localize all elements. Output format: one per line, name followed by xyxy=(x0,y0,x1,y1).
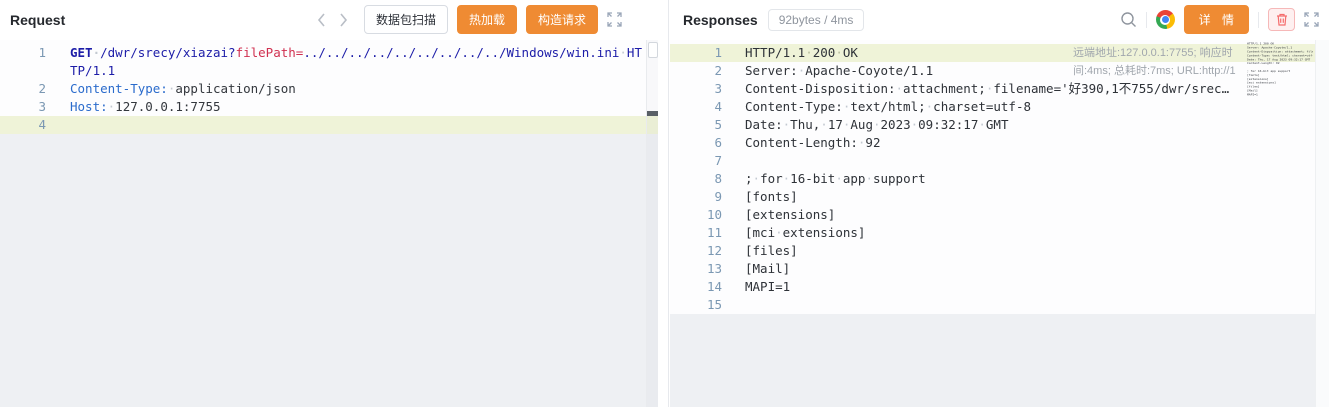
line-number: 3 xyxy=(714,81,722,96)
line-number: 5 xyxy=(714,117,722,132)
search-icon[interactable] xyxy=(1120,11,1137,28)
divider xyxy=(1145,11,1147,28)
line-number: 4 xyxy=(38,117,46,132)
request-editor[interactable]: 1 GET·/dwr/srecy/xiazai?filePath=../../..… xyxy=(0,40,658,407)
line-number: 10 xyxy=(706,207,722,222)
code-text xyxy=(745,296,753,314)
line-number: 1 xyxy=(38,45,46,60)
code-line[interactable]: 11 [mci·extensions] xyxy=(670,224,1329,242)
scrollbar-thumb[interactable] xyxy=(648,42,658,58)
construct-request-button[interactable]: 构造请求 xyxy=(525,5,598,34)
line-number: 4 xyxy=(714,99,722,114)
code-line[interactable]: 12 [files] xyxy=(670,242,1329,260)
response-scrollbar[interactable] xyxy=(1315,40,1329,407)
fullscreen-icon[interactable] xyxy=(1304,12,1319,27)
code-line[interactable]: 4 xyxy=(0,116,658,134)
code-line[interactable]: 2 Content-Type:·application/json xyxy=(0,80,658,98)
code-text xyxy=(70,116,642,134)
code-line[interactable]: 15 xyxy=(670,296,1329,314)
overview-ruler-cursor-mark xyxy=(647,111,658,116)
code-line[interactable]: 8 ;·for·16-bit·app·support xyxy=(670,170,1329,188)
line-number: 2 xyxy=(714,63,722,78)
line-number: 11 xyxy=(706,225,722,240)
code-text: Content-Disposition:·attachment;·filenam… xyxy=(745,81,1230,96)
code-text: Server:·Apache-Coyote/1.1 xyxy=(745,63,934,78)
response-panel: Responses 92bytes / 4ms 详 情 xyxy=(670,0,1329,407)
request-title: Request xyxy=(10,11,66,28)
code-line[interactable]: 2 Server:·Apache-Coyote/1.1 xyxy=(670,62,1329,80)
response-title: Responses xyxy=(683,11,758,28)
code-text: [fonts] xyxy=(745,189,798,204)
line-number: 12 xyxy=(706,243,722,258)
code-line[interactable]: 4 Content-Type:·text/html;·charset=utf-8 xyxy=(670,98,1329,116)
line-number: 13 xyxy=(706,261,722,276)
code-text: HTTP/1.1·200·OK xyxy=(745,45,858,60)
code-text: Content-Length:·92 xyxy=(745,135,881,150)
response-header: Responses 92bytes / 4ms 详 情 xyxy=(670,0,1329,39)
chrome-browser-icon[interactable] xyxy=(1155,10,1175,29)
code-line[interactable]: 1 HTTP/1.1·200·OK xyxy=(670,44,1329,62)
hot-reload-button[interactable]: 热加载 xyxy=(456,5,517,34)
response-code-block[interactable]: 1 HTTP/1.1·200·OK 2 Server:·Apache-Coyote/1… xyxy=(670,40,1329,314)
code-text: Content-Type:·text/html;·charset=utf-8 xyxy=(745,99,1032,114)
request-header: Request 数据包扫描 热加载 构造请求 xyxy=(0,0,658,39)
line-number: 3 xyxy=(38,99,46,114)
code-line[interactable]: 7 xyxy=(670,152,1329,170)
code-text xyxy=(745,152,753,170)
response-size-time-badge: 92bytes / 4ms xyxy=(767,8,865,31)
code-line[interactable]: 3 Host:·127.0.0.1:7755 xyxy=(0,98,658,116)
line-number: 7 xyxy=(714,153,722,168)
code-text: [files] xyxy=(745,243,798,258)
code-text: Content-Type:·application/json xyxy=(70,81,296,96)
code-text: [mci·extensions] xyxy=(745,225,866,240)
panel-divider xyxy=(668,0,669,407)
request-panel: Request 数据包扫描 热加载 构造请求 1 GET·/dwr/srecy/x… xyxy=(0,0,658,407)
line-number: 15 xyxy=(706,297,722,312)
line-number: 2 xyxy=(38,81,46,96)
code-line[interactable]: 6 Content-Length:·92 xyxy=(670,134,1329,152)
fullscreen-icon[interactable] xyxy=(607,12,622,27)
line-number: 9 xyxy=(714,189,722,204)
request-code-block[interactable]: 1 GET·/dwr/srecy/xiazai?filePath=../../..… xyxy=(0,40,658,134)
line-number: 6 xyxy=(714,135,722,150)
code-text: MAPI=1 xyxy=(745,279,791,294)
code-text: Host:·127.0.0.1:7755 xyxy=(70,99,221,114)
line-number: 1 xyxy=(714,45,722,60)
code-text: [extensions] xyxy=(745,207,836,222)
code-text: Date:·Thu,·17·Aug·2023·09:32:17·GMT xyxy=(745,117,1009,132)
chevron-left-icon[interactable] xyxy=(311,9,333,31)
code-line[interactable]: 1 GET·/dwr/srecy/xiazai?filePath=../../..… xyxy=(0,44,658,80)
code-line[interactable]: 10 [extensions] xyxy=(670,206,1329,224)
line-number: 8 xyxy=(714,171,722,186)
code-line[interactable]: 5 Date:·Thu,·17·Aug·2023·09:32:17·GMT xyxy=(670,116,1329,134)
code-text: [Mail] xyxy=(745,261,791,276)
minimap[interactable]: HTTP/1.1 200 OK Server: Apache-Coyote/1.… xyxy=(1247,42,1313,142)
line-number: 14 xyxy=(706,279,722,294)
delete-button[interactable] xyxy=(1268,8,1295,31)
code-line[interactable]: 14 MAPI=1 xyxy=(670,278,1329,296)
code-line[interactable]: 3 Content-Disposition:·attachment;·filena… xyxy=(670,80,1329,98)
code-text: ;·for·16-bit·app·support xyxy=(745,171,926,186)
detail-button[interactable]: 详 情 xyxy=(1183,5,1249,34)
response-editor[interactable]: 1 HTTP/1.1·200·OK 2 Server:·Apache-Coyote/1… xyxy=(670,40,1329,407)
code-line[interactable]: 9 [fonts] xyxy=(670,188,1329,206)
code-text: GET·/dwr/srecy/xiazai?filePath=../../../… xyxy=(70,45,642,78)
request-scrollbar[interactable] xyxy=(646,40,658,407)
chevron-right-icon[interactable] xyxy=(333,9,355,31)
divider xyxy=(1258,11,1259,28)
minimap-content: HTTP/1.1 200 OK Server: Apache-Coyote/1.… xyxy=(1247,42,1313,97)
code-line[interactable]: 13 [Mail] xyxy=(670,260,1329,278)
packet-scan-button[interactable]: 数据包扫描 xyxy=(363,5,448,34)
